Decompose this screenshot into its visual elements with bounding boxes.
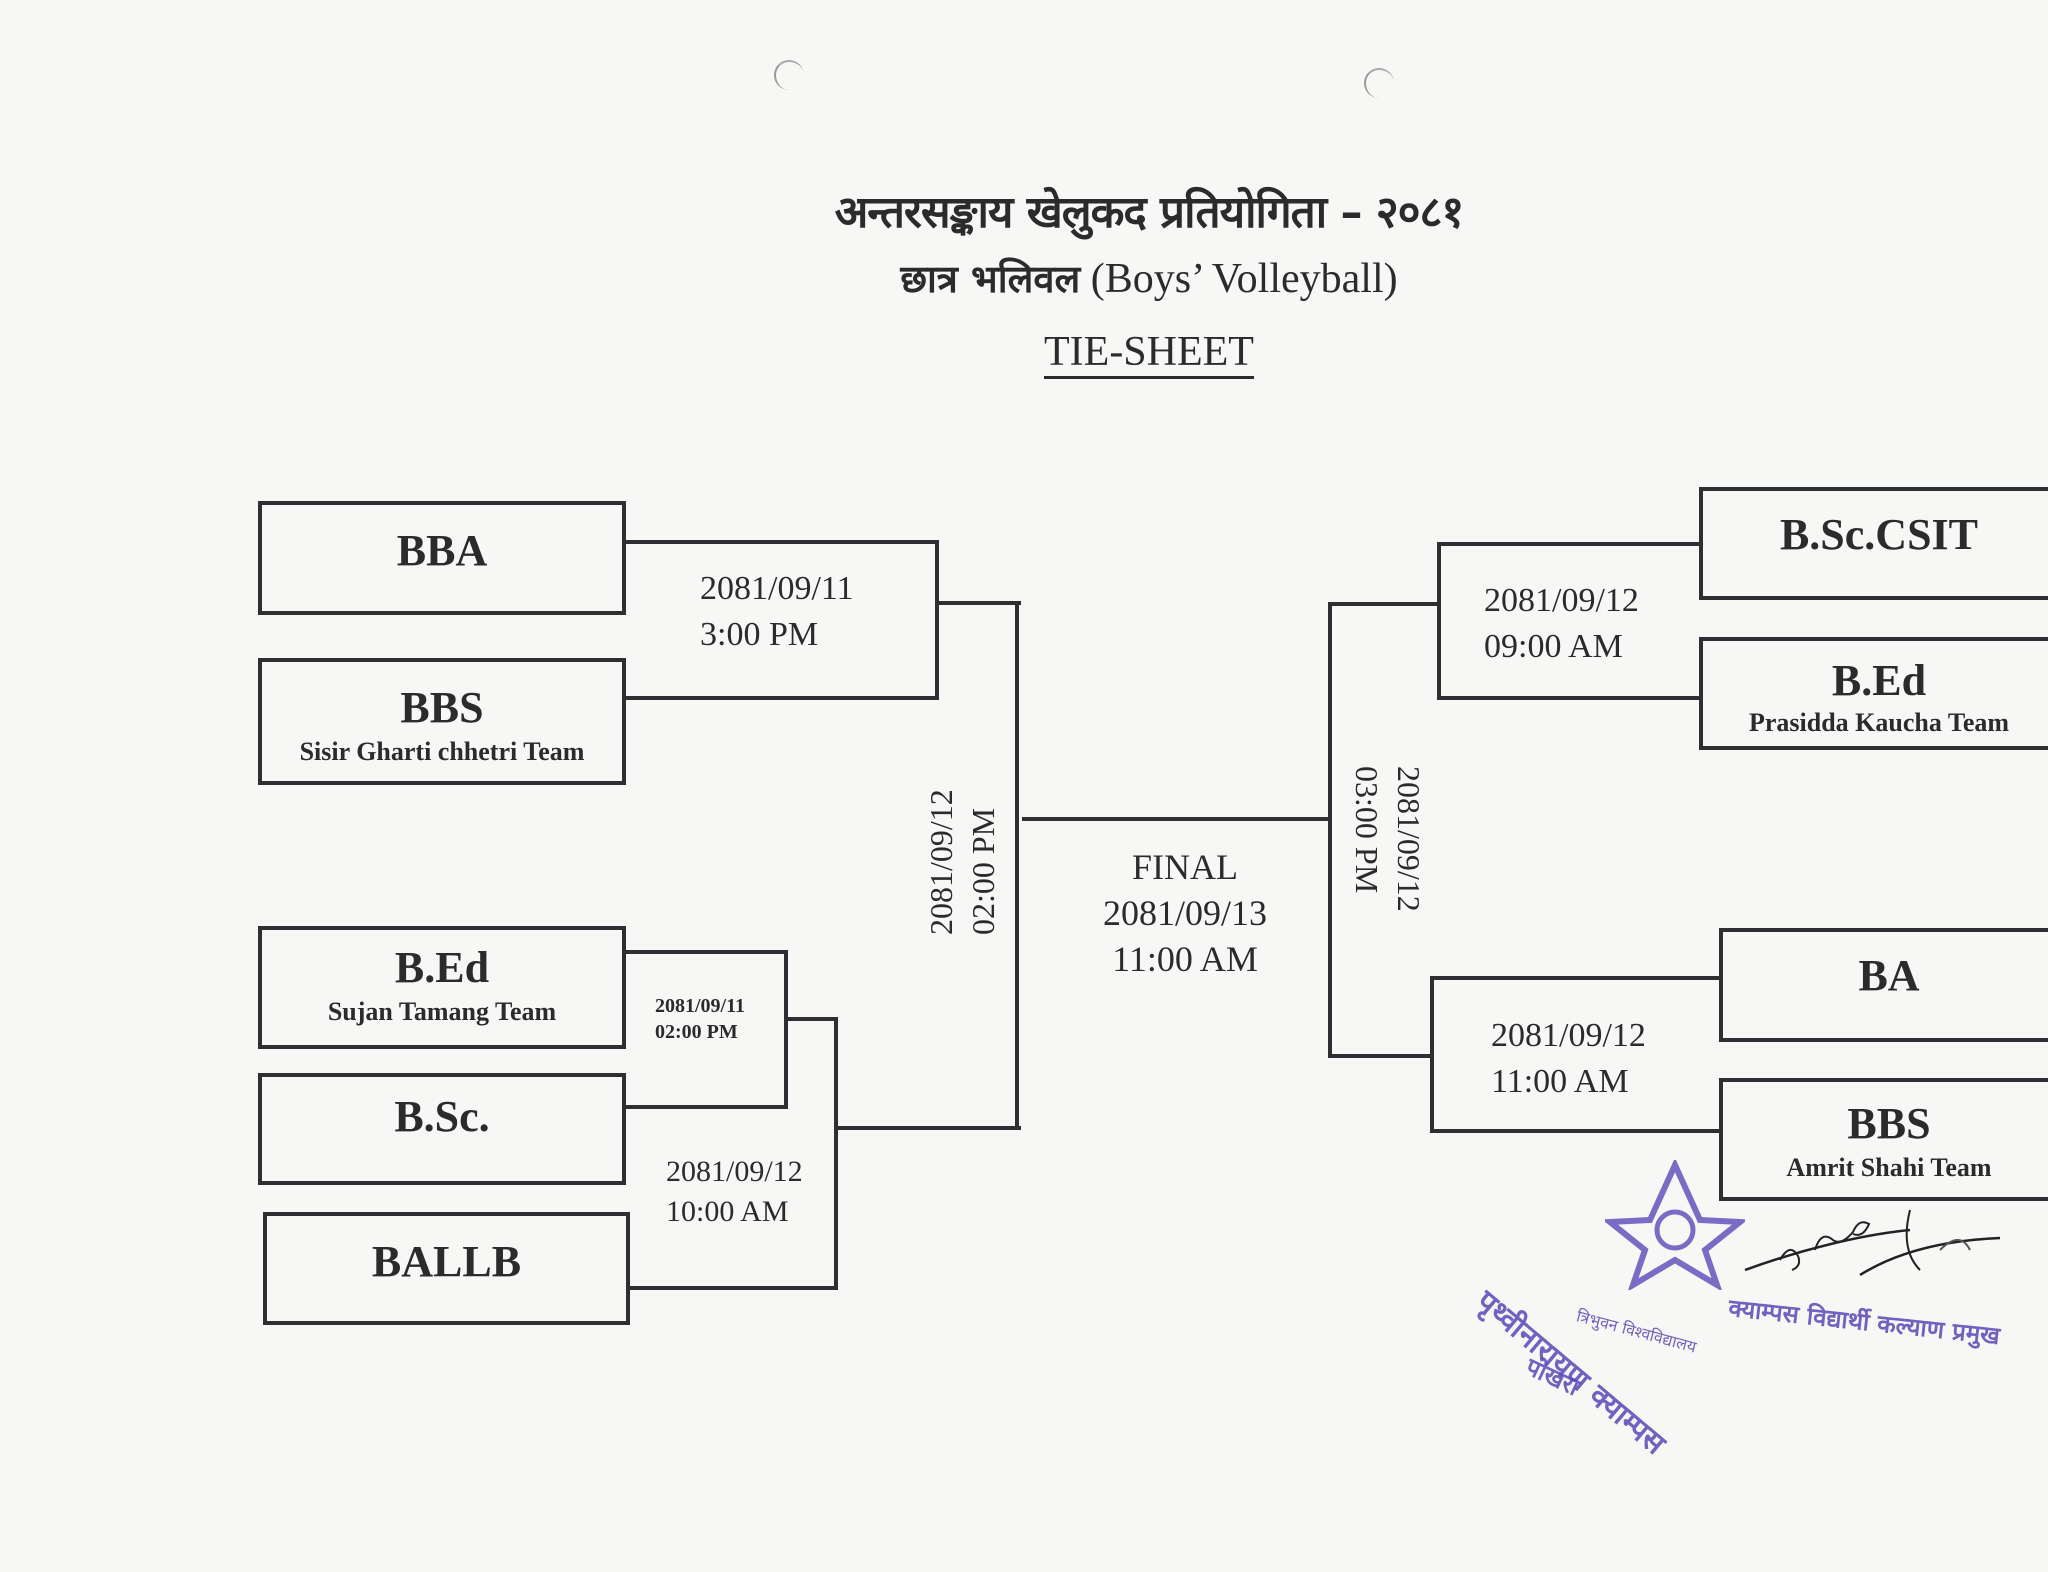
bracket-line [1437, 696, 1702, 700]
team-subname: Amrit Shahi Team [1786, 1153, 1992, 1182]
match-time: 02:00 PM [655, 1021, 738, 1043]
final-time: 11:00 AM [1112, 939, 1258, 979]
match-schedule: 2081/09/12 10:00 AM [666, 1152, 803, 1232]
sheet-label-text: TIE-SHEET [1044, 329, 1254, 379]
bracket-line [1328, 602, 1332, 1058]
nepal-star-emblem-icon [1605, 1160, 1745, 1290]
bracket-line [1328, 1054, 1434, 1058]
final-date: 2081/09/13 [1102, 893, 1267, 933]
bracket-line [630, 1286, 838, 1290]
team-subname: Sisir Gharti chhetri Team [299, 737, 585, 766]
team-name: BBS [1847, 1099, 1931, 1148]
match-schedule: 2081/09/12 11:00 AM [1491, 1013, 1646, 1105]
team-name: B.Ed [394, 943, 490, 992]
final-label: FINAL [1132, 847, 1238, 887]
team-box-ballb: BALLB [263, 1212, 630, 1325]
bracket-line [624, 950, 788, 954]
bracket-line [1437, 542, 1441, 700]
team-box-bed-left: B.Ed Sujan Tamang Team [258, 926, 626, 1049]
bracket-line [1430, 1129, 1722, 1133]
team-box-bed-right: B.Ed Prasidda Kaucha Team [1699, 637, 2048, 750]
match-time: 02:00 PM [965, 807, 1001, 935]
team-box-ba: BA [1719, 928, 2048, 1042]
bracket-line [624, 540, 939, 544]
match-time: 3:00 PM [700, 616, 819, 653]
bracket-line [784, 950, 788, 1109]
bracket-line [784, 1017, 838, 1021]
match-time: 09:00 AM [1484, 628, 1623, 665]
bracket-line [1015, 601, 1019, 1130]
match-schedule: 2081/09/12 09:00 AM [1484, 578, 1639, 670]
hole-punch-mark [1364, 68, 1394, 98]
match-date: 2081/09/11 [700, 570, 854, 607]
team-name: B.Sc.CSIT [1779, 510, 1979, 559]
team-name: BBA [396, 526, 488, 575]
match-schedule: 2081/09/11 02:00 PM [655, 993, 745, 1045]
semifinal-schedule-right: 2081/09/12 03:00 PM [1346, 766, 1430, 912]
bracket-line [624, 1105, 788, 1109]
match-time: 11:00 AM [1491, 1063, 1629, 1100]
bracket-line [624, 696, 939, 700]
team-subname: Prasidda Kaucha Team [1748, 708, 2010, 737]
match-date: 2081/09/12 [1484, 582, 1639, 619]
bracket-line [1437, 542, 1702, 546]
team-box-bbs-left: BBS Sisir Gharti chhetri Team [258, 658, 626, 785]
team-box-bsc: B.Sc. [258, 1073, 626, 1185]
sheet-label: TIE-SHEET [0, 328, 2048, 379]
subtitle-nepali: छात्र भलिवल [900, 257, 1081, 301]
bracket-line [838, 1126, 1021, 1130]
signature-icon [1744, 1209, 2001, 1277]
team-name: BA [1858, 951, 1920, 1000]
team-name: BBS [400, 683, 484, 732]
bracket-line [1430, 976, 1434, 1133]
match-time: 10:00 AM [666, 1195, 789, 1228]
bracket-line [935, 601, 1021, 605]
match-date: 2081/09/12 [923, 789, 959, 935]
hole-punch-mark [774, 60, 804, 90]
official-stamp: पृथ्वीनारायण क्याम्पस त्रिभुवन विश्वविद्… [1469, 1160, 1835, 1462]
bracket-line [935, 540, 939, 700]
bracket-line [834, 1017, 838, 1290]
match-date: 2081/09/11 [655, 995, 746, 1017]
final-schedule: FINAL 2081/09/13 11:00 AM [1090, 844, 1280, 982]
final-line [1022, 817, 1332, 821]
title-nepali: अन्तरसङ्काय खेलुकद प्रतियोगिता – २०८१ [834, 187, 1465, 238]
subtitle: छात्र भलिवल (Boys’ Volleyball) [0, 252, 2048, 304]
bracket-line [1328, 602, 1440, 606]
team-name: B.Ed [1831, 656, 1927, 705]
team-box-bsc-csit: B.Sc.CSIT [1699, 487, 2048, 600]
stamp-inner-text: त्रिभुवन विश्वविद्यालय [1574, 1306, 1699, 1357]
match-date: 2081/09/12 [666, 1155, 803, 1188]
match-time: 03:00 PM [1349, 766, 1385, 894]
semifinal-schedule-left: 2081/09/12 02:00 PM [920, 789, 1004, 935]
subtitle-english: (Boys’ Volleyball) [1090, 256, 1398, 302]
team-box-bbs-right: BBS Amrit Shahi Team [1719, 1078, 2048, 1201]
team-subname: Sujan Tamang Team [327, 997, 557, 1026]
match-date: 2081/09/12 [1491, 1017, 1646, 1054]
team-box-bba: BBA [258, 501, 626, 615]
match-date: 2081/09/12 [1391, 766, 1427, 912]
bracket-line [1430, 976, 1722, 980]
team-name: B.Sc. [394, 1092, 490, 1141]
match-schedule: 2081/09/11 3:00 PM [700, 566, 854, 658]
team-name: BALLB [371, 1237, 522, 1286]
